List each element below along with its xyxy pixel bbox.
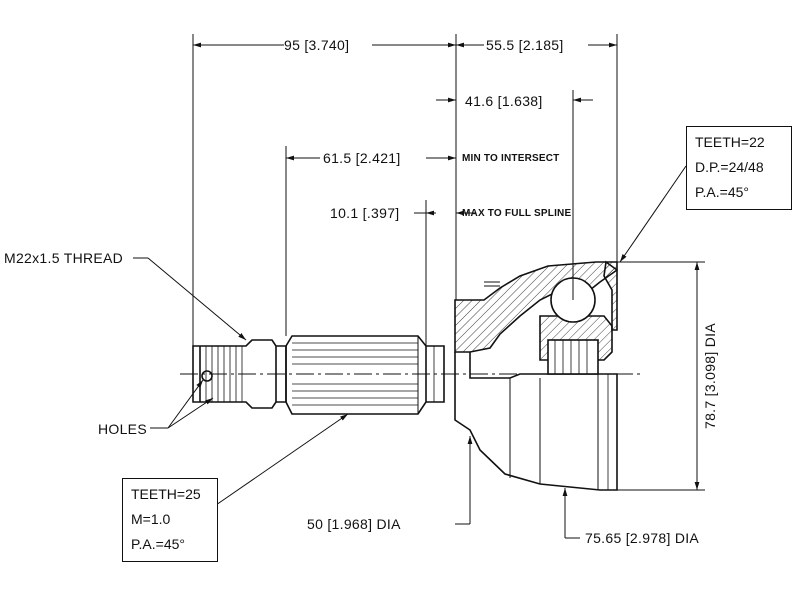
dim-min-intersect: 61.5 [2.421] [323, 150, 401, 166]
note-max-spline: MAX TO FULL SPLINE [462, 208, 572, 219]
dim-ball-center: 41.6 [1.638] [465, 93, 543, 109]
dim-max-spline: 10.1 [.397] [330, 205, 400, 221]
dim-neck-dia: 50 [1.968] DIA [307, 516, 401, 532]
hole-mark [201, 370, 213, 382]
shaft-spline-pa: P.A.=45° [131, 536, 185, 552]
shaft-spline-spec-box: TEETH=25 M=1.0 P.A.=45° [122, 478, 218, 562]
outer-spline-teeth: TEETH=22 [695, 134, 765, 150]
seal-groove [426, 345, 445, 403]
outer-spline-dp: D.P.=24/48 [695, 159, 764, 175]
outer-spline-pa: P.A.=45° [695, 184, 749, 200]
dim-outer-dia: 75.65 [2.978] DIA [585, 530, 700, 546]
outer-spline-spec-box: TEETH=22 D.P.=24/48 P.A.=45° [686, 126, 792, 210]
dim-housing-dia: 78.7 [3.098] DIA [702, 323, 718, 429]
dim-overall-shaft: 95 [3.740] [284, 37, 350, 53]
threaded-end [192, 339, 277, 409]
dim-housing-length: 55.5 [2.185] [486, 37, 564, 53]
note-min-intersect: MIN TO INTERSECT [462, 153, 560, 164]
shaft-spline-teeth: TEETH=25 [131, 486, 201, 502]
callout-holes: HOLES [98, 421, 147, 437]
splined-shaft [285, 335, 427, 415]
callout-thread: M22x1.5 THREAD [4, 250, 124, 266]
outer-housing [454, 260, 618, 491]
shaft-spline-module: M=1.0 [131, 511, 171, 527]
dimension-lines [133, 34, 705, 539]
